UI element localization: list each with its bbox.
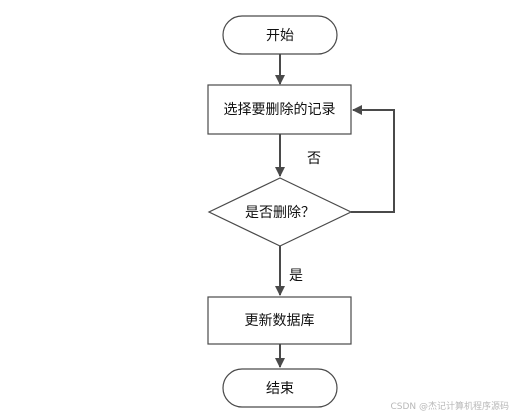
update-db-label: 更新数据库 — [245, 313, 315, 329]
select-record-label: 选择要删除的记录 — [224, 102, 336, 118]
end-label: 结束 — [266, 381, 294, 397]
edge-yes-label: 是 — [289, 268, 303, 284]
decision-node: 是否删除？ — [207, 177, 353, 247]
edge-no-label: 否 — [307, 151, 321, 167]
end-node: 结束 — [222, 368, 338, 408]
decision-label: 是否删除？ — [245, 205, 315, 221]
start-node: 开始 — [222, 15, 338, 55]
watermark: CSDN @杰记计算机程序源码 — [390, 402, 509, 412]
update-db-node: 更新数据库 — [207, 296, 352, 345]
edge-no-loop — [351, 105, 395, 213]
select-record-node: 选择要删除的记录 — [207, 84, 352, 135]
start-label: 开始 — [266, 28, 294, 44]
